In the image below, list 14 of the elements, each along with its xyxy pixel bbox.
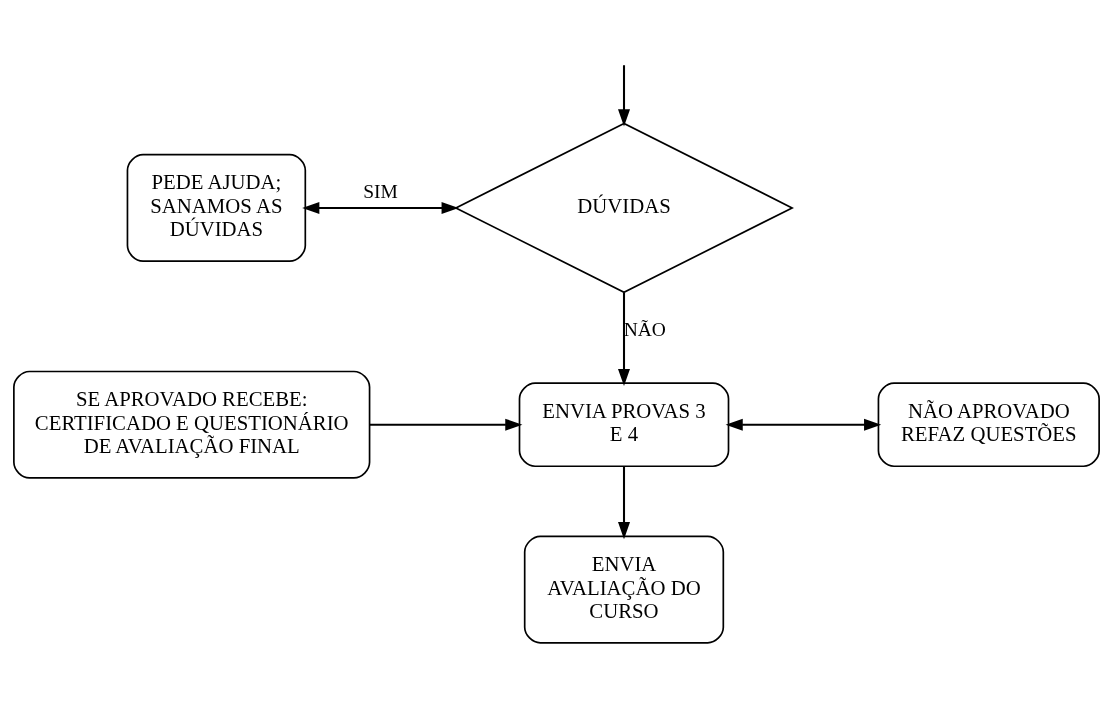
arrow <box>302 201 459 214</box>
arrow <box>618 466 630 540</box>
node-box: NÃO APROVADO REFAZ QUESTÕES <box>877 382 1100 468</box>
node-box: SE APROVADO RECEBE: CERTIFICADO E QUESTIONÁRIO DE AVALIAÇÃO FINAL <box>13 370 371 479</box>
node-box: PEDE AJUDA; SANAMOS AS DÚVIDAS <box>126 153 307 262</box>
node-diamond: DÚVIDAS <box>454 122 794 294</box>
arrow <box>725 418 882 431</box>
arrow <box>369 418 523 431</box>
edge-label: SIM <box>363 180 398 202</box>
arrow <box>618 292 630 387</box>
node-box: ENVIA PROVAS 3 E 4 <box>518 382 730 468</box>
arrow <box>618 65 630 127</box>
edge-label: NÃO <box>623 319 666 341</box>
node-box: ENVIA AVALIAÇÃO DO CURSO <box>523 535 725 644</box>
